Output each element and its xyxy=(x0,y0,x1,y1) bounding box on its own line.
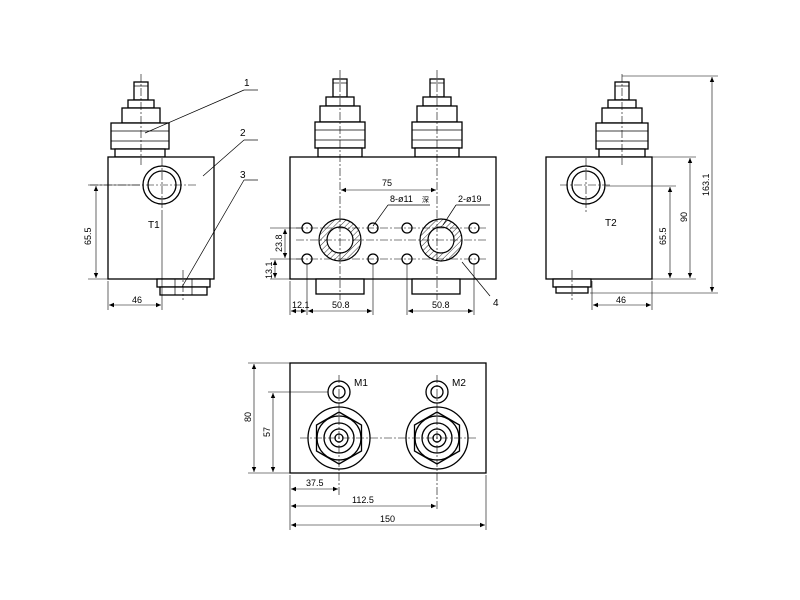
dim-23-8: 23.8 xyxy=(274,234,284,252)
bottom-dimensions xyxy=(248,362,487,530)
front-dimensions xyxy=(270,187,491,315)
leader-lines xyxy=(144,89,258,288)
dim-50-8-b: 50.8 xyxy=(432,300,450,310)
port-label-t1: T1 xyxy=(148,220,160,231)
dim-bottom-57: 57 xyxy=(262,427,272,437)
dim-bottom-37-5: 37.5 xyxy=(306,478,324,488)
right-dimensions xyxy=(590,75,718,310)
dim-50-8-a: 50.8 xyxy=(332,300,350,310)
dim-8-holes: 8-ø11 xyxy=(390,194,413,204)
dim-right-90: 90 xyxy=(679,212,689,222)
dim-right-width: 46 xyxy=(616,295,626,305)
right-side-view xyxy=(545,74,653,300)
balloon-1: 1 xyxy=(244,78,250,89)
dim-2-holes: 2-ø19 xyxy=(458,194,482,204)
balloon-4: 4 xyxy=(493,298,499,309)
dim-8-holes-suffix: 深 xyxy=(422,195,429,204)
dim-bottom-80: 80 xyxy=(243,412,253,422)
dim-right-163-1: 163.1 xyxy=(701,173,711,196)
left-side-view xyxy=(90,74,215,300)
port-label-m1: M1 xyxy=(354,378,368,389)
front-view xyxy=(289,70,497,300)
dim-12-1: 12.1 xyxy=(292,300,310,310)
dim-bottom-150: 150 xyxy=(380,514,395,524)
dim-left-width: 46 xyxy=(132,295,142,305)
dim-bottom-112-5: 112.5 xyxy=(352,495,374,505)
dim-right-65-5: 65.5 xyxy=(658,227,668,245)
dim-13-1: 13.1 xyxy=(264,261,274,279)
dim-left-height: 65.5 xyxy=(83,227,93,245)
balloon-2: 2 xyxy=(240,128,246,139)
balloon-3: 3 xyxy=(240,170,246,181)
left-dimensions xyxy=(88,184,163,310)
port-label-m2: M2 xyxy=(452,378,466,389)
port-label-t2: T2 xyxy=(605,218,617,229)
dim-75: 75 xyxy=(382,178,392,188)
bottom-view xyxy=(289,362,487,510)
